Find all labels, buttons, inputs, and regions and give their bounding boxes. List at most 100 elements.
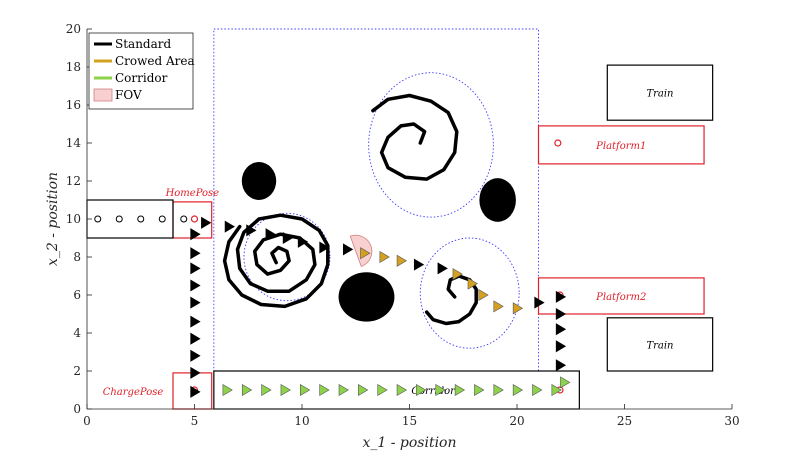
marker-corridor (551, 383, 562, 397)
y-tick-label: 10 (66, 212, 81, 226)
y-tick-label: 8 (73, 250, 81, 264)
red-marker (190, 215, 199, 223)
marker-corridor (512, 383, 524, 397)
marker-standard (555, 307, 567, 321)
x-tick-label: 5 (191, 414, 199, 428)
marker-corridor (454, 383, 466, 397)
y-tick-label: 18 (66, 60, 81, 74)
marker-crowded (396, 254, 407, 267)
box-train-top (606, 64, 714, 121)
marker-corridor (493, 383, 504, 397)
marker-corridor (474, 383, 485, 397)
marker-corridor (299, 383, 311, 397)
marker-standard (555, 340, 567, 353)
obstacle (338, 272, 395, 322)
plot-area: TrainPlatform1Platform2TrainCorridorHome… (86, 28, 714, 410)
marker-standard (319, 241, 330, 254)
marker-corridor (222, 383, 233, 397)
marker-corridor (560, 376, 571, 389)
fov-circle (368, 72, 494, 218)
x-tick-label: 30 (724, 414, 739, 428)
queue-marker (115, 215, 123, 223)
queue-marker (137, 215, 145, 223)
box-label-chargepose: ChargePose (103, 387, 164, 398)
marker-corridor (358, 383, 369, 397)
marker-standard (342, 243, 354, 256)
marker-standard (190, 228, 201, 241)
trajectory-spiral-right (424, 274, 478, 326)
marker-corridor (280, 383, 291, 397)
marker-standard (534, 296, 545, 309)
marker-standard (190, 366, 201, 379)
obstacle (479, 178, 516, 222)
y-tick-label: 12 (66, 174, 81, 188)
marker-corridor (261, 383, 272, 397)
x-tick-label: 10 (294, 414, 309, 428)
marker-standard (437, 262, 448, 275)
box-label-platform1: Platform1 (595, 141, 646, 152)
marker-crowded (452, 268, 463, 281)
marker-crowded (493, 300, 504, 313)
x-tick-label: 25 (617, 414, 632, 428)
marker-standard (555, 290, 567, 303)
x-axis-title: x_1 - position (362, 435, 456, 451)
fov-circle (419, 237, 520, 349)
box-label-train-top: Train (646, 89, 673, 100)
box-train-bottom (606, 317, 714, 372)
box-label-corridor: Corridor (411, 386, 456, 397)
marker-corridor (416, 383, 427, 397)
marker-standard (246, 224, 257, 237)
marker-standard (190, 349, 201, 362)
legend-label: Corridor (115, 71, 168, 85)
marker-standard (190, 296, 201, 309)
fov-circle (243, 212, 331, 302)
y-tick-label: 0 (73, 402, 81, 416)
queue-marker (158, 215, 166, 223)
marker-corridor (377, 383, 388, 397)
marker-corridor (319, 383, 330, 397)
marker-standard (190, 262, 201, 275)
x-tick-label: 15 (402, 414, 417, 428)
marker-standard (190, 247, 201, 260)
box-label-platform2: Platform2 (595, 292, 646, 303)
marker-standard (201, 216, 212, 229)
marker-crowded (379, 250, 390, 264)
marker-corridor (396, 383, 407, 397)
marker-standard (190, 315, 201, 328)
legend-label: Crowed Area (115, 54, 195, 68)
marker-crowded (467, 277, 478, 290)
red-marker (554, 139, 562, 147)
marker-corridor (338, 383, 349, 397)
box-platform1 (537, 125, 705, 165)
marker-standard (265, 228, 276, 241)
marker-standard (190, 332, 201, 345)
box-label-train-bottom: Train (646, 340, 673, 351)
marker-crowded (360, 247, 371, 260)
marker-corridor (241, 383, 253, 397)
marker-standard (190, 385, 201, 398)
dotted-region (213, 28, 539, 372)
y-tick-label: 4 (73, 326, 81, 340)
x-tick-label: 20 (509, 414, 524, 428)
queue-marker (94, 215, 102, 223)
legend-label: FOV (115, 88, 142, 102)
box-platform2 (537, 277, 705, 315)
marker-standard (224, 220, 235, 233)
marker-crowded (512, 302, 524, 315)
marker-corridor (532, 383, 543, 397)
y-tick-label: 20 (66, 22, 81, 36)
marker-corridor (435, 383, 446, 397)
y-tick-label: 2 (73, 364, 81, 378)
y-tick-label: 16 (66, 98, 81, 112)
legend-label: Standard (115, 37, 171, 51)
marker-standard (282, 231, 294, 245)
box-label-homepose: HomePose (165, 188, 220, 199)
marker-standard (555, 323, 567, 336)
legend-swatch (93, 88, 113, 102)
queue-marker (180, 215, 188, 223)
y-tick-label: 14 (66, 136, 82, 150)
marker-standard (413, 258, 425, 271)
